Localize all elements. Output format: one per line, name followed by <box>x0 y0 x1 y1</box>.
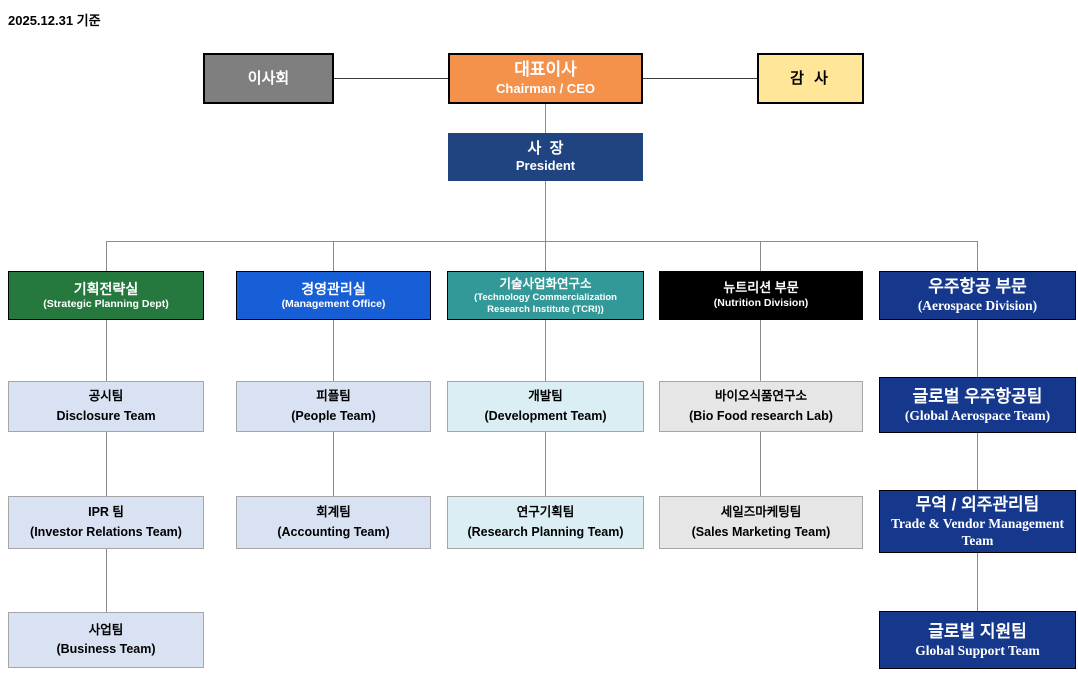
team-label-en: Disclosure Team <box>56 408 156 423</box>
division-label-en: (Aerospace Division) <box>917 298 1038 314</box>
team-label-en: Global Support Team <box>915 642 1040 658</box>
team-label-en: Trade & Vendor Management Team <box>890 516 1065 548</box>
connector-col4-link1 <box>760 320 761 381</box>
ceo-label-en: Chairman / CEO <box>496 81 595 97</box>
org-box-team-global-aerospace: 글로벌 우주항공팀 (Global Aerospace Team) <box>879 377 1076 433</box>
team-label-ko: 연구기획팀 <box>516 505 575 520</box>
connector-president-stem <box>545 181 546 271</box>
org-box-auditor: 감 사 <box>757 53 864 104</box>
team-label-en: (Bio Food research Lab) <box>689 408 833 423</box>
connector-col2-link2 <box>333 432 334 496</box>
org-box-team-business: 사업팀 (Business Team) <box>8 612 204 668</box>
team-label-en: (Business Team) <box>56 642 156 656</box>
team-label-en: (Global Aerospace Team) <box>904 407 1051 423</box>
connector-ceo-auditor <box>643 78 757 79</box>
connector-col1-link1 <box>106 320 107 381</box>
team-label-ko: 무역 / 외주관리팀 <box>915 495 1040 515</box>
connector-col5-link3 <box>977 553 978 611</box>
team-label-ko: 글로벌 지원팀 <box>928 621 1027 641</box>
org-box-team-ipr: IPR 팀 (Investor Relations Team) <box>8 496 204 549</box>
team-label-ko: 사업팀 <box>88 622 124 637</box>
connector-drop-col5 <box>977 241 978 271</box>
connector-col2-link1 <box>333 320 334 381</box>
org-box-team-development: 개발팀 (Development Team) <box>447 381 644 432</box>
division-label-en: (Technology Commercialization Research I… <box>474 291 617 315</box>
org-box-board: 이사회 <box>203 53 334 104</box>
team-label-en: (Development Team) <box>484 408 607 423</box>
org-box-division-strategic-planning: 기획전략실 (Strategic Planning Dept) <box>8 271 204 320</box>
team-label-en: (Investor Relations Team) <box>30 524 182 539</box>
board-label: 이사회 <box>247 69 290 87</box>
connector-drop-col1 <box>106 241 107 271</box>
org-box-team-accounting: 회계팀 (Accounting Team) <box>236 496 431 549</box>
team-label-en: (Sales Marketing Team) <box>691 524 831 539</box>
org-box-team-research-planning: 연구기획팀 (Research Planning Team) <box>447 496 644 549</box>
org-box-division-nutrition: 뉴트리션 부문 (Nutrition Division) <box>659 271 863 320</box>
connector-col1-link2 <box>106 432 107 496</box>
org-box-team-people: 피플팀 (People Team) <box>236 381 431 432</box>
team-label-ko: 세일즈마케팅팀 <box>720 505 802 520</box>
team-label-ko: 공시팀 <box>88 389 124 404</box>
connector-col5-link1 <box>977 320 978 377</box>
president-label-ko: 사 장 <box>527 139 564 157</box>
connector-ceo-president <box>545 104 546 133</box>
team-label-en: (Research Planning Team) <box>467 524 624 539</box>
org-box-team-bio-food-lab: 바이오식품연구소 (Bio Food research Lab) <box>659 381 863 432</box>
connector-col5-link2 <box>977 433 978 490</box>
team-label-ko: 회계팀 <box>316 505 351 520</box>
org-box-division-tcri: 기술사업화연구소 (Technology Commercialization R… <box>447 271 644 320</box>
team-label-ko: 바이오식품연구소 <box>714 389 807 404</box>
division-label-ko: 기술사업화연구소 <box>499 276 592 291</box>
division-label-ko: 뉴트리션 부문 <box>723 280 799 296</box>
division-label-en: (Strategic Planning Dept) <box>43 298 169 311</box>
team-label-en: (Accounting Team) <box>277 524 390 539</box>
division-label-ko: 우주항공 부문 <box>928 277 1027 297</box>
connector-col3-link2 <box>545 432 546 496</box>
connector-drop-col2 <box>333 241 334 271</box>
division-label-en: (Nutrition Division) <box>713 297 809 310</box>
auditor-label: 감 사 <box>790 69 831 87</box>
division-label-ko: 기획전략실 <box>73 280 139 297</box>
org-box-team-trade-vendor: 무역 / 외주관리팀 Trade & Vendor Management Tea… <box>879 490 1076 553</box>
org-box-team-sales-marketing: 세일즈마케팅팀 (Sales Marketing Team) <box>659 496 863 549</box>
connector-distribution <box>106 241 978 242</box>
team-label-en: (People Team) <box>291 408 376 423</box>
org-box-division-management-office: 경영관리실 (Management Office) <box>236 271 431 320</box>
team-label-ko: 피플팀 <box>316 389 351 404</box>
team-label-ko: IPR 팀 <box>88 505 124 520</box>
connector-drop-col4 <box>760 241 761 271</box>
division-label-ko: 경영관리실 <box>301 280 366 297</box>
org-box-team-global-support: 글로벌 지원팀 Global Support Team <box>879 611 1076 669</box>
division-label-en: (Management Office) <box>281 298 386 311</box>
connector-board-ceo <box>334 78 448 79</box>
org-box-ceo: 대표이사 Chairman / CEO <box>448 53 643 104</box>
team-label-ko: 글로벌 우주항공팀 <box>912 386 1043 406</box>
ceo-label-ko: 대표이사 <box>514 60 577 79</box>
as-of-date: 2025.12.31 기준 <box>8 13 101 28</box>
org-box-division-aerospace: 우주항공 부문 (Aerospace Division) <box>879 271 1076 320</box>
org-box-president: 사 장 President <box>448 133 643 181</box>
team-label-ko: 개발팀 <box>528 389 563 404</box>
connector-col1-link3 <box>106 549 107 612</box>
connector-col4-link2 <box>760 432 761 496</box>
connector-col3-link1 <box>545 320 546 381</box>
president-label-en: President <box>515 158 576 174</box>
org-box-team-disclosure: 공시팀 Disclosure Team <box>8 381 204 432</box>
